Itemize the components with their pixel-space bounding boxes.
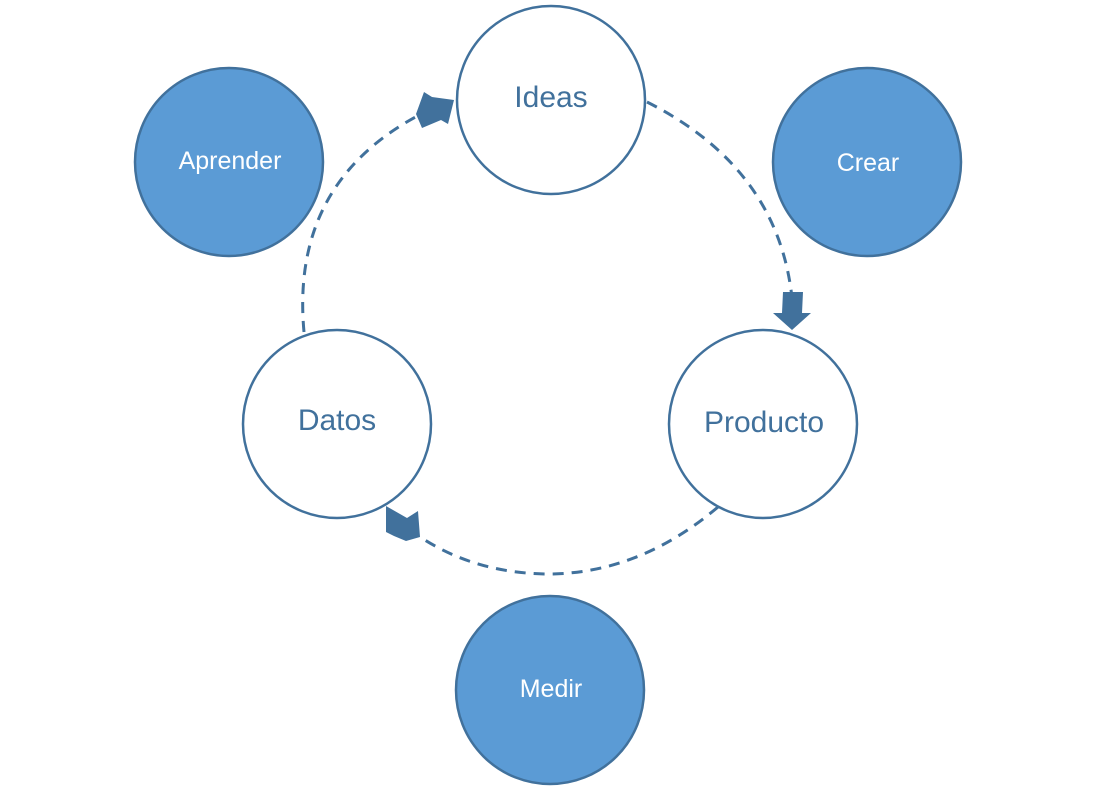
arrowhead-ideas (416, 92, 454, 128)
arrowhead-producto (773, 292, 811, 330)
node-ideas-label: Ideas (514, 81, 587, 114)
node-aprender-circle (133, 66, 325, 258)
arrow-producto-to-datos (409, 505, 719, 576)
node-datos-label: Datos (298, 404, 376, 437)
node-aprender: Aprender (133, 66, 325, 258)
node-crear: Crear (771, 66, 963, 258)
node-ideas-circle (455, 4, 647, 196)
node-crear-circle (771, 66, 963, 258)
node-medir-circle (454, 594, 646, 786)
arrowhead-datos (386, 506, 420, 541)
node-medir: Medir (454, 594, 646, 786)
node-producto: Producto (667, 328, 859, 520)
node-producto-label: Producto (704, 406, 824, 439)
node-aprender-label: Aprender (179, 147, 282, 175)
node-datos: Datos (241, 328, 433, 520)
arrow-ideas-to-producto (646, 100, 794, 299)
node-ideas: Ideas (455, 4, 647, 196)
node-producto-circle (667, 328, 859, 520)
node-crear-label: Crear (837, 149, 900, 177)
node-datos-circle (241, 328, 433, 520)
node-medir-label: Medir (520, 675, 583, 703)
arrow-datos-to-ideas (301, 110, 426, 333)
